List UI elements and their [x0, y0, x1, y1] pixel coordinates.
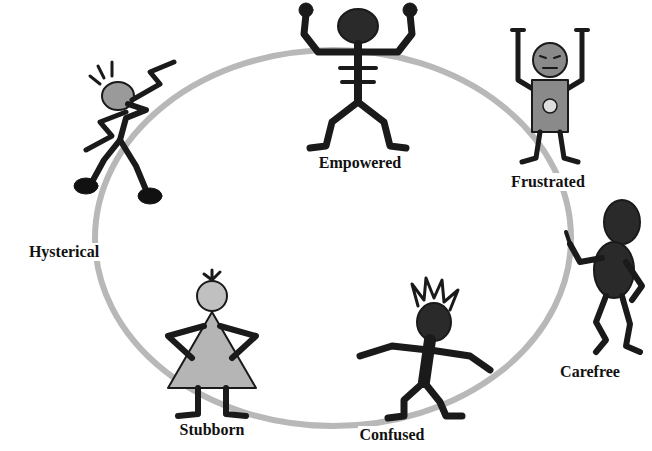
emotion-label: Confused: [358, 426, 427, 444]
stick-figure: [74, 62, 174, 204]
emotion-label: Stubborn: [178, 421, 247, 439]
stick-figure: [168, 270, 256, 416]
emotion-label: Frustrated: [509, 173, 587, 191]
stick-figure: [360, 278, 490, 418]
ring-ellipse: [95, 50, 571, 426]
stick-figure: [512, 30, 588, 162]
stick-figure: [299, 3, 417, 148]
emotion-label: Hysterical: [27, 243, 101, 261]
emotion-label: Empowered: [317, 154, 403, 172]
stick-figure: [566, 200, 642, 352]
emotion-label: Carefree: [558, 363, 622, 381]
